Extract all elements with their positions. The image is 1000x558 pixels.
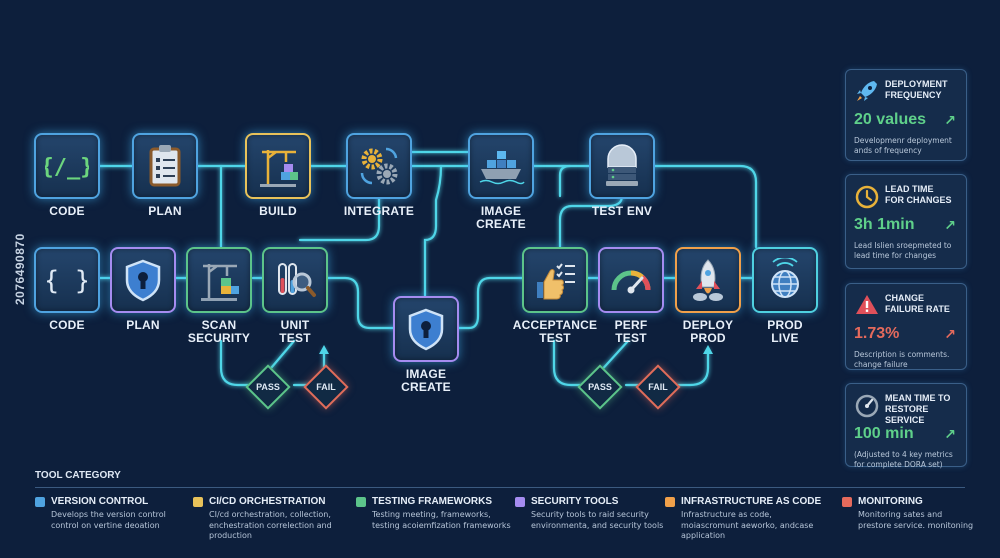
braces-icon: { } (34, 247, 100, 313)
node-label: PLAN (148, 204, 182, 218)
node-perf-test[interactable]: PERF TEST (594, 247, 668, 345)
container-ship-icon (468, 133, 534, 199)
metric-value: 20 values (854, 111, 927, 128)
server-dome-icon (589, 133, 655, 199)
trend-arrow-icon: ↗ (944, 427, 956, 443)
test-tubes-magnifier-icon (262, 247, 328, 313)
warning-icon (856, 295, 878, 314)
trend-arrow-icon: ↗ (944, 327, 956, 343)
legend-description: Security tools to raid security environm… (531, 510, 664, 530)
node-unit-test[interactable]: UNIT TEST (258, 247, 332, 345)
node-plan-bottom[interactable]: PLAN (106, 247, 180, 332)
trend-arrow-icon: ↗ (944, 218, 956, 234)
legend-name: VERSION CONTROL (51, 496, 149, 507)
clipboard-icon (132, 133, 198, 199)
metric-title: CHANGE FAILURE RATE (885, 293, 950, 314)
metric-value: 100 min (854, 425, 914, 442)
node-label: SCAN SECURITY (187, 318, 251, 345)
metric-title: MEAN TIME TO RESTORE SERVICE (885, 393, 951, 425)
crane-icon (186, 247, 252, 313)
node-image-create-top[interactable]: IMAGE CREATE (464, 133, 538, 231)
node-acceptance-test[interactable]: ACCEPTANCE TEST (510, 247, 600, 345)
legend-description: Develops the version control control on … (51, 510, 166, 530)
speedometer-icon (598, 247, 664, 313)
legend-description: Monitoring sates and prestore service. m… (858, 510, 974, 530)
shield-lock-icon (110, 247, 176, 313)
metric-description: Lead Islien sroepmeted to lead time for … (854, 241, 952, 260)
svg-text:{∕_}: {∕_} (45, 155, 89, 180)
node-plan-top[interactable]: PLAN (128, 133, 202, 218)
legend-swatch (665, 497, 675, 507)
gate-label: FAIL (648, 382, 668, 392)
trend-arrow-icon: ↗ (944, 113, 956, 129)
legend-description: Infrastructure as code, moiascromunt aew… (681, 510, 814, 540)
thumbs-up-checklist-icon (522, 247, 588, 313)
metric-description: Developmenr deployment ands of frequency (854, 136, 952, 155)
node-test-env[interactable]: TEST ENV (580, 133, 664, 218)
gate-label: PASS (588, 382, 612, 392)
node-label: TEST ENV (591, 204, 653, 218)
legend-swatch (515, 497, 525, 507)
gate-label: FAIL (316, 382, 336, 392)
gears-icon (346, 133, 412, 199)
node-label: IMAGE CREATE (401, 367, 451, 394)
svg-text:{ }: { } (47, 266, 87, 296)
metric-deployment-frequency: DEPLOYMENT FREQUENCY 20 values ↗ Develop… (845, 69, 967, 161)
metric-value: 3h 1min (854, 216, 915, 233)
node-label: ACCEPTANCE TEST (512, 318, 598, 345)
legend-name: SECURITY TOOLS (531, 496, 619, 507)
metric-lead-time: LEAD TIME FOR CHANGES 3h 1min ↗ Lead Isl… (845, 174, 967, 269)
node-label: UNIT TEST (279, 318, 311, 345)
legend-swatch (35, 497, 45, 507)
crane-icon (245, 133, 311, 199)
node-build[interactable]: BUILD (241, 133, 315, 218)
metric-title: DEPLOYMENT FREQUENCY (885, 79, 948, 100)
node-label: IMAGE CREATE (476, 204, 526, 231)
metric-description: (Adjusted to 4 key metrics for complete … (854, 450, 953, 469)
node-label: BUILD (259, 204, 297, 218)
node-label: PLAN (126, 318, 160, 332)
rocket-icon (857, 81, 877, 101)
metric-description: Description is comments. change failure (854, 350, 950, 369)
metric-title: LEAD TIME FOR CHANGES (885, 184, 952, 205)
code-braces-icon: {∕_} (34, 133, 100, 199)
legend-name: TESTING FRAMEWORKS (372, 496, 492, 507)
legend-swatch (842, 497, 852, 507)
metric-mean-time-to-restore: MEAN TIME TO RESTORE SERVICE 100 min ↗ (… (845, 383, 967, 469)
node-label: CODE (49, 204, 85, 218)
legend-name: MONITORING (858, 496, 923, 507)
node-scan-security[interactable]: SCAN SECURITY (182, 247, 256, 345)
node-label: PERF TEST (614, 318, 648, 345)
node-code-bottom[interactable]: { } CODE (30, 247, 104, 332)
node-deploy-prod[interactable]: DEPLOY PROD (671, 247, 745, 345)
metric-change-failure-rate: CHANGE FAILURE RATE 1.73% ↗ Description … (845, 283, 967, 370)
legend-name: INFRASTRUCTURE AS CODE (681, 496, 822, 507)
legend-swatch (193, 497, 203, 507)
shield-lock-icon (393, 296, 459, 362)
node-label: CODE (49, 318, 85, 332)
node-prod-live[interactable]: PROD LIVE (748, 247, 822, 345)
clock-icon (855, 185, 879, 209)
node-label: PROD LIVE (767, 318, 803, 345)
gate-label: PASS (256, 382, 280, 392)
legend-swatch (356, 497, 366, 507)
gauge-icon (855, 394, 879, 418)
rocket-icon (675, 247, 741, 313)
legend-description: CI/cd orchestration, collection, enchest… (209, 510, 332, 540)
node-image-create-bottom[interactable]: IMAGE CREATE (389, 296, 463, 394)
stock-id-watermark: 2076490870 (13, 233, 27, 305)
legend-divider (35, 487, 965, 488)
legend-title: TOOL CATEGORY (35, 470, 121, 481)
legend-name: CI/CD ORCHESTRATION (209, 496, 326, 507)
node-label: DEPLOY PROD (682, 318, 734, 345)
globe-icon (752, 247, 818, 313)
metric-value: 1.73% (854, 325, 900, 342)
legend-description: Testing meeting, frameworks, testing aco… (372, 510, 511, 530)
node-label: INTEGRATE (343, 204, 415, 218)
node-integrate[interactable]: INTEGRATE (336, 133, 422, 218)
node-code-top[interactable]: {∕_} CODE (30, 133, 104, 218)
